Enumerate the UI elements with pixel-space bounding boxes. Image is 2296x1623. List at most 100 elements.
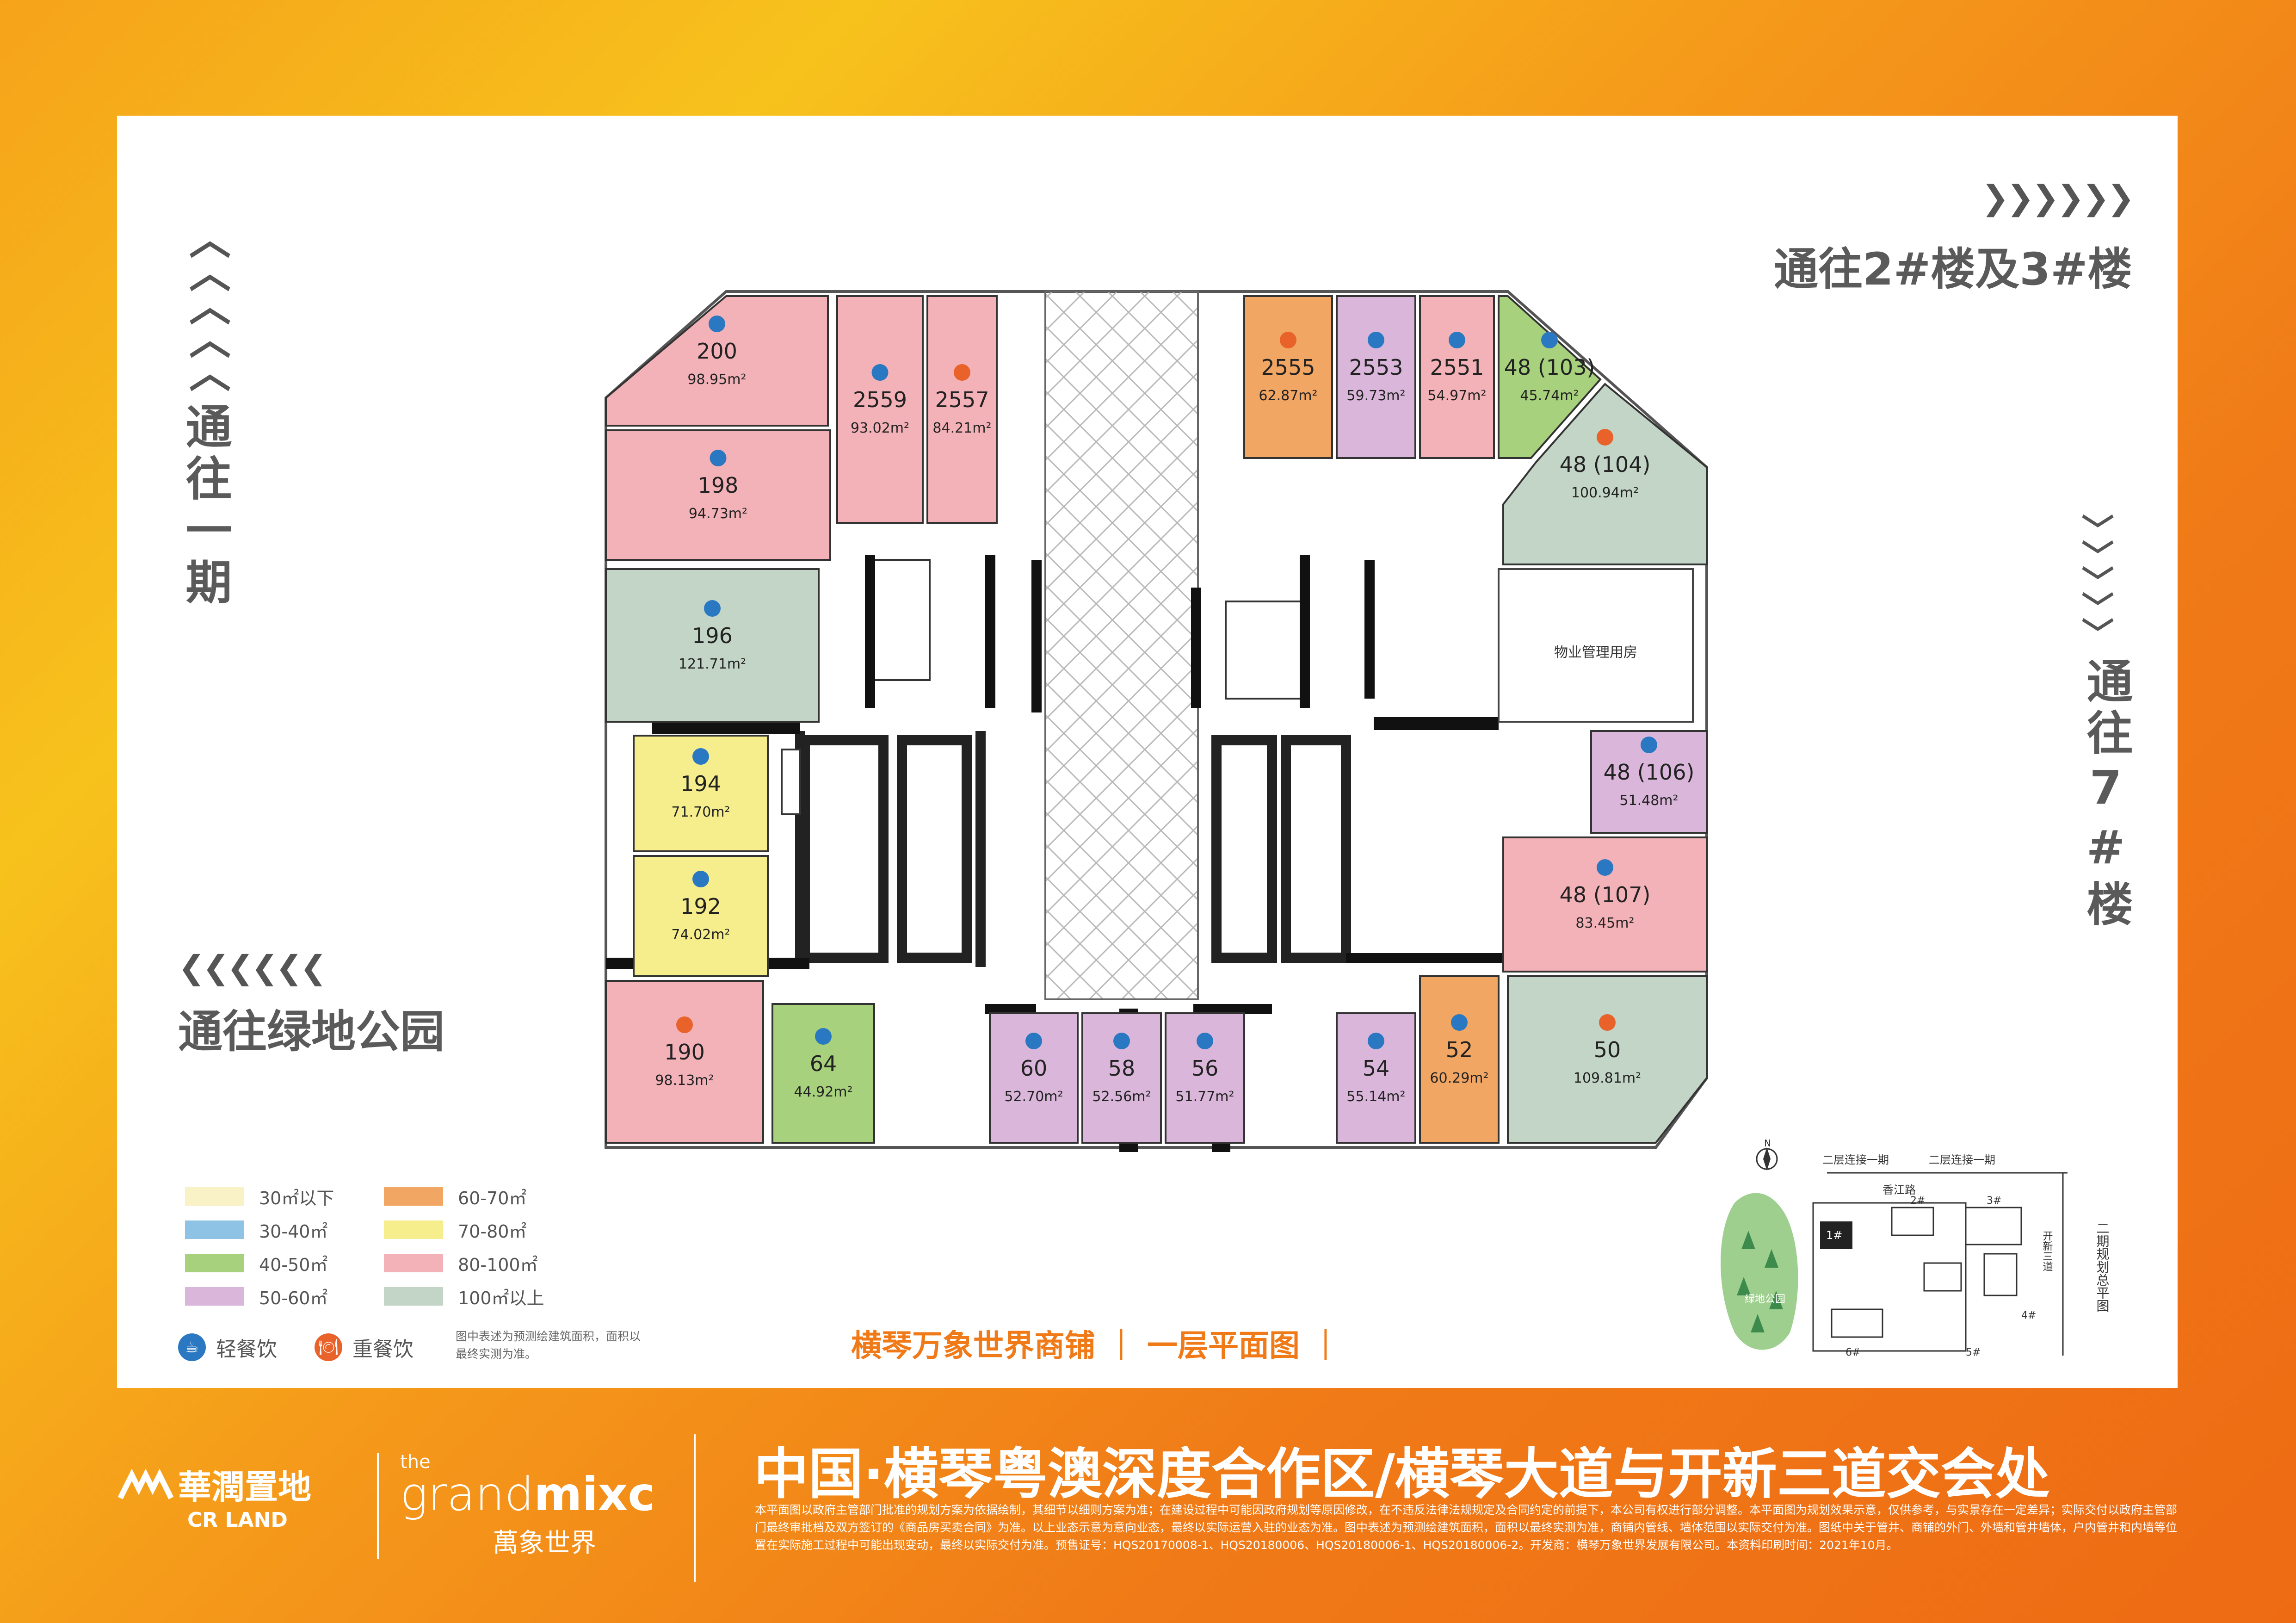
- unit-shape: [605, 568, 820, 723]
- heavy-catering-icon: [1280, 332, 1296, 348]
- nav-bldg23: ❯❯❯❯❯❯ 通往2#楼及3#楼: [1774, 178, 2135, 297]
- unit-number: 200: [697, 339, 737, 364]
- site-map-b2: 2#: [1910, 1195, 1925, 1207]
- unit-number: 2559: [853, 387, 907, 412]
- light-catering-icon: [710, 450, 727, 466]
- crland-logo: 華潤置地 CR LAND: [118, 1460, 311, 1532]
- heavy-catering-label: 重餐饮: [352, 1338, 414, 1361]
- nav-park: ❮❮❮❮❮❮ 通往绿地公园: [178, 948, 444, 1060]
- unit-shape: [1081, 1012, 1162, 1144]
- unit-number: 2553: [1349, 355, 1403, 380]
- unit-number: 52: [1446, 1037, 1473, 1062]
- unit-number: 48 (106): [1604, 760, 1695, 785]
- nav-phase1-label: 通往一期: [178, 403, 232, 610]
- mixc-mixc: mixc: [534, 1467, 655, 1521]
- legend-label: 80-100㎡: [458, 1254, 538, 1275]
- unit-shape: [836, 295, 924, 524]
- atrium: [1044, 291, 1199, 1000]
- chevron-right-icon: ❯❯❯❯❯❯: [1981, 178, 2135, 217]
- unit-area: 71.70m²: [671, 804, 730, 820]
- unit-area: 109.81m²: [1574, 1070, 1641, 1086]
- heavy-catering-icon: [676, 1016, 693, 1033]
- heavy-catering-legend: 🍽 重餐饮: [315, 1332, 414, 1362]
- mixc-the: the: [400, 1451, 431, 1473]
- light-catering-icon: [1197, 1033, 1213, 1049]
- unit-number: 48 (103): [1504, 355, 1595, 380]
- unit-shape: [1419, 975, 1500, 1144]
- legend-label: 40-50㎡: [259, 1254, 328, 1275]
- unit-shape: [772, 1003, 875, 1144]
- legend-swatch: [185, 1287, 244, 1306]
- site-map-b4: 4#: [2021, 1310, 2036, 1321]
- site-map-caption: 二期规划总平图: [2095, 1221, 2110, 1312]
- unit-area: 94.73m²: [689, 506, 747, 522]
- light-catering-icon: [1368, 332, 1384, 348]
- unit-number: 56: [1191, 1056, 1219, 1081]
- unit-area: 121.71m²: [679, 656, 746, 672]
- site-map-road2: 开新三道: [2041, 1231, 2053, 1271]
- unit-area: 98.13m²: [655, 1072, 714, 1089]
- light-catering-label: 轻餐饮: [216, 1338, 277, 1361]
- unit-area: 100.94m²: [1571, 485, 1639, 501]
- legend-item: 80-100㎡: [384, 1251, 661, 1275]
- site-map-b5: 5#: [1966, 1347, 1981, 1358]
- unit-shape: [1590, 730, 1708, 834]
- property-room-label: 物业管理用房: [1554, 644, 1637, 661]
- unit-area: 54.97m²: [1427, 388, 1486, 404]
- nav-park-label: 通往绿地公园: [178, 1006, 444, 1058]
- light-catering-icon: [692, 871, 709, 887]
- unit-48103[interactable]: 48 (103) 45.74m²: [1498, 295, 1602, 459]
- unit-number: 48 (104): [1560, 452, 1651, 477]
- unit-52[interactable]: 52 60.29m²: [1419, 975, 1500, 1144]
- legend-item: 60-70㎡: [384, 1184, 661, 1208]
- unit-shape: [605, 429, 831, 561]
- site-map-b1: 1#: [1826, 1229, 1842, 1242]
- legend-label: 60-70㎡: [458, 1188, 527, 1208]
- unit-shape: [1243, 295, 1333, 459]
- chevron-up-icon: ︿︿︿︿︿: [182, 217, 230, 384]
- unit-area: 51.48m²: [1619, 793, 1678, 809]
- unit-number: 58: [1108, 1056, 1136, 1081]
- site-map-b6: 6#: [1845, 1347, 1860, 1358]
- legend-item: 30-40㎡: [185, 1218, 463, 1242]
- unit-number: 2557: [935, 387, 989, 412]
- site-map-park: 绿地公园: [1745, 1294, 1785, 1305]
- unit-area: 52.56m²: [1092, 1089, 1151, 1105]
- site-map: N 二层连接一期 二层连接一期 香江路 绿地公园 1# 2# 3# 4# 5# …: [1721, 1138, 2110, 1358]
- nav-bldg7: ﹀﹀﹀﹀﹀ 通往7#楼: [2072, 514, 2139, 932]
- unit-area: 45.74m²: [1520, 388, 1579, 404]
- core-east: [1211, 735, 1351, 963]
- light-catering-icon: [1449, 332, 1465, 348]
- legend-swatch: [185, 1220, 244, 1239]
- unit-area: 60.29m²: [1430, 1070, 1488, 1086]
- light-catering-icon: ☕: [178, 1333, 206, 1361]
- unit-area: 62.87m²: [1259, 388, 1317, 404]
- footer-divider-2: [694, 1434, 696, 1582]
- unit-58[interactable]: 58 52.56m²: [1081, 1012, 1162, 1144]
- legend-item: 40-50㎡: [185, 1251, 463, 1275]
- unit-48107[interactable]: 48 (107)83.45m²: [1502, 836, 1708, 973]
- unit-196[interactable]: 196 121.71m²: [605, 568, 820, 723]
- light-catering-icon: [871, 364, 889, 381]
- unit-48104[interactable]: 48 (104) 100.94m²: [1502, 383, 1708, 565]
- unit-number: 196: [692, 623, 733, 648]
- unit-48106[interactable]: 48 (106) 51.48m²: [1590, 730, 1708, 834]
- legend-label: 50-60㎡: [259, 1288, 328, 1308]
- plan-title: 横琴万象世界商铺 ｜ 一层平面图 ｜: [851, 1328, 1341, 1363]
